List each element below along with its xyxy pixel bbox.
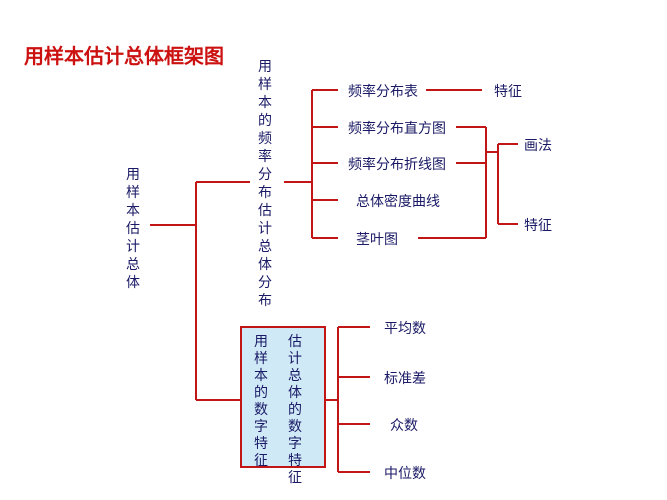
vertical-char: 本 bbox=[126, 203, 140, 219]
vertical-char: 体 bbox=[258, 257, 272, 273]
vertical-char: 征 bbox=[254, 453, 268, 469]
dist-item-histogram: 频率分布直方图 bbox=[348, 121, 446, 137]
vertical-char: 本 bbox=[258, 95, 272, 111]
vertical-char: 估 bbox=[126, 221, 140, 237]
vertical-char: 分 bbox=[258, 167, 272, 183]
dist-item-frequency-table: 频率分布表 bbox=[348, 84, 418, 100]
branch-distribution-label: 用样本的频率分布估计总体分布 bbox=[258, 58, 272, 310]
vertical-char: 布 bbox=[258, 293, 272, 309]
vertical-char: 总 bbox=[288, 368, 302, 384]
vertical-char: 特 bbox=[254, 436, 268, 452]
vertical-char: 数 bbox=[254, 402, 268, 418]
vertical-char: 用 bbox=[254, 334, 268, 350]
vertical-char: 特 bbox=[288, 453, 302, 469]
numeric-item-mode: 众数 bbox=[390, 418, 418, 434]
vertical-char: 用 bbox=[126, 167, 140, 183]
dist-item-polyline: 频率分布折线图 bbox=[348, 157, 446, 173]
feature-lower-label: 特征 bbox=[524, 218, 552, 234]
numeric-characteristics-box: 用样本的数字特征 估计总体的数字特征 bbox=[240, 326, 326, 486]
vertical-char: 用 bbox=[258, 59, 272, 75]
vertical-char: 字 bbox=[288, 436, 302, 452]
vertical-char: 分 bbox=[258, 275, 272, 291]
vertical-char: 的 bbox=[254, 385, 268, 401]
vertical-char: 估 bbox=[258, 203, 272, 219]
numeric-item-mean: 平均数 bbox=[384, 321, 426, 337]
numeric-item-median: 中位数 bbox=[384, 466, 426, 482]
root-label: 用样本估计总体 bbox=[126, 166, 140, 292]
vertical-char: 计 bbox=[288, 351, 302, 367]
vertical-char: 字 bbox=[254, 419, 268, 435]
vertical-char: 样 bbox=[126, 185, 140, 201]
vertical-char: 征 bbox=[288, 470, 302, 486]
vertical-char: 布 bbox=[258, 185, 272, 201]
vertical-char: 的 bbox=[258, 113, 272, 129]
dist-item-stem-leaf: 茎叶图 bbox=[356, 232, 398, 248]
vertical-char: 体 bbox=[288, 385, 302, 401]
vertical-char: 估 bbox=[288, 334, 302, 350]
numeric-item-std: 标准差 bbox=[384, 371, 426, 387]
vertical-char: 计 bbox=[126, 239, 140, 255]
vertical-char: 样 bbox=[258, 77, 272, 93]
dist-item-density-curve: 总体密度曲线 bbox=[356, 194, 440, 210]
numeric-box-left-text: 用样本的数字特征 bbox=[254, 334, 268, 470]
vertical-char: 的 bbox=[288, 402, 302, 418]
numeric-box-right-text: 估计总体的数字特征 bbox=[288, 334, 302, 487]
page-title: 用样本估计总体框架图 bbox=[24, 44, 224, 68]
vertical-char: 率 bbox=[258, 149, 272, 165]
feature-table-label: 特征 bbox=[494, 84, 522, 100]
vertical-char: 样 bbox=[254, 351, 268, 367]
vertical-char: 频 bbox=[258, 131, 272, 147]
vertical-char: 本 bbox=[254, 368, 268, 384]
vertical-char: 数 bbox=[288, 419, 302, 435]
vertical-char: 总 bbox=[258, 239, 272, 255]
vertical-char: 总 bbox=[126, 257, 140, 273]
vertical-char: 体 bbox=[126, 275, 140, 291]
vertical-char: 计 bbox=[258, 221, 272, 237]
drawing-label: 画法 bbox=[524, 138, 552, 154]
